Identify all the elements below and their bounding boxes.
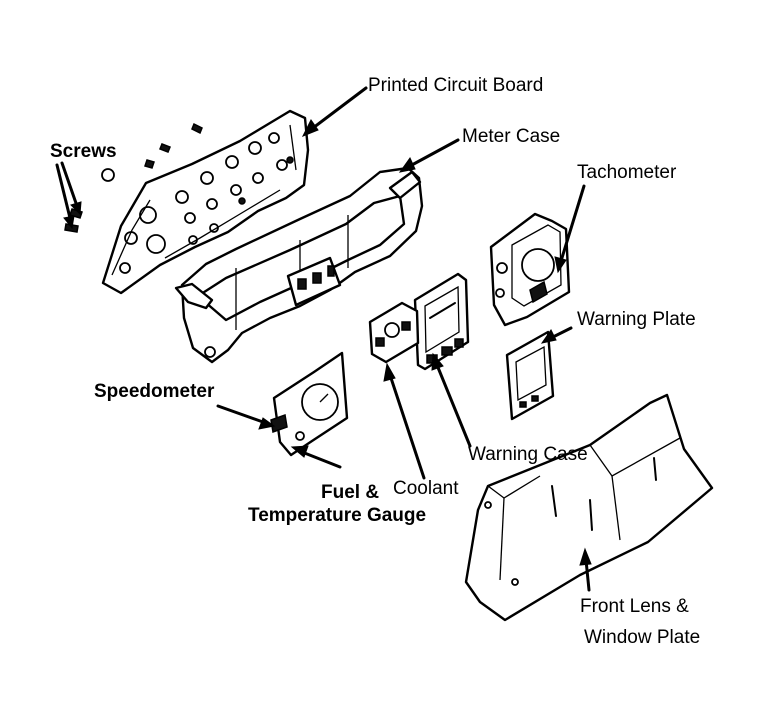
leader-arrows: [55, 86, 592, 592]
label-fuel-line2: Temperature Gauge: [248, 505, 426, 526]
coolant-gauge-part: [368, 301, 420, 364]
screws-part: [64, 122, 203, 233]
meter-case-part: [174, 166, 424, 364]
tachometer-part: [489, 212, 571, 327]
label-coolant: Coolant: [393, 478, 459, 499]
label-front-lens-line2: Window Plate: [584, 627, 700, 648]
label-speedometer: Speedometer: [94, 381, 215, 402]
warning-case-part: [413, 272, 470, 371]
warning-plate-part: [505, 330, 555, 421]
front-lens-window-plate-part: [464, 393, 714, 622]
label-printed-circuit-board: Printed Circuit Board: [368, 75, 543, 96]
label-warning-plate: Warning Plate: [577, 309, 696, 330]
label-screws: Screws: [50, 141, 117, 162]
label-tachometer: Tachometer: [577, 162, 677, 183]
printed-circuit-board-part: [101, 109, 310, 295]
speedometer-part: [270, 351, 349, 457]
label-front-lens-line1: Front Lens &: [580, 596, 689, 617]
label-meter-case: Meter Case: [462, 126, 560, 147]
label-warning-case: Warning Case: [468, 444, 588, 465]
label-fuel-line1: Fuel &: [321, 482, 379, 503]
